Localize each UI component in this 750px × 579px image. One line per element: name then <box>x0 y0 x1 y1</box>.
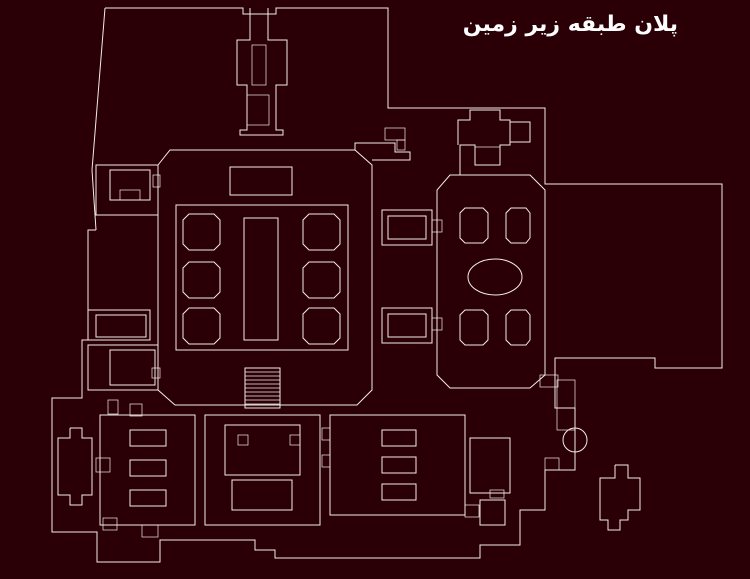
outer-boundary <box>51 7 723 563</box>
central-hall <box>157 127 411 406</box>
east-corridor-annex <box>539 374 641 531</box>
plan-title: پلان طبقه زیر زمین <box>462 12 678 37</box>
south-middle-block <box>204 414 331 526</box>
west-rooms <box>87 164 161 391</box>
north-stair <box>236 8 288 136</box>
southwest-block <box>57 399 196 538</box>
hall-south-stair <box>244 367 281 409</box>
east-hall <box>381 109 546 389</box>
southeast-block <box>329 414 511 526</box>
